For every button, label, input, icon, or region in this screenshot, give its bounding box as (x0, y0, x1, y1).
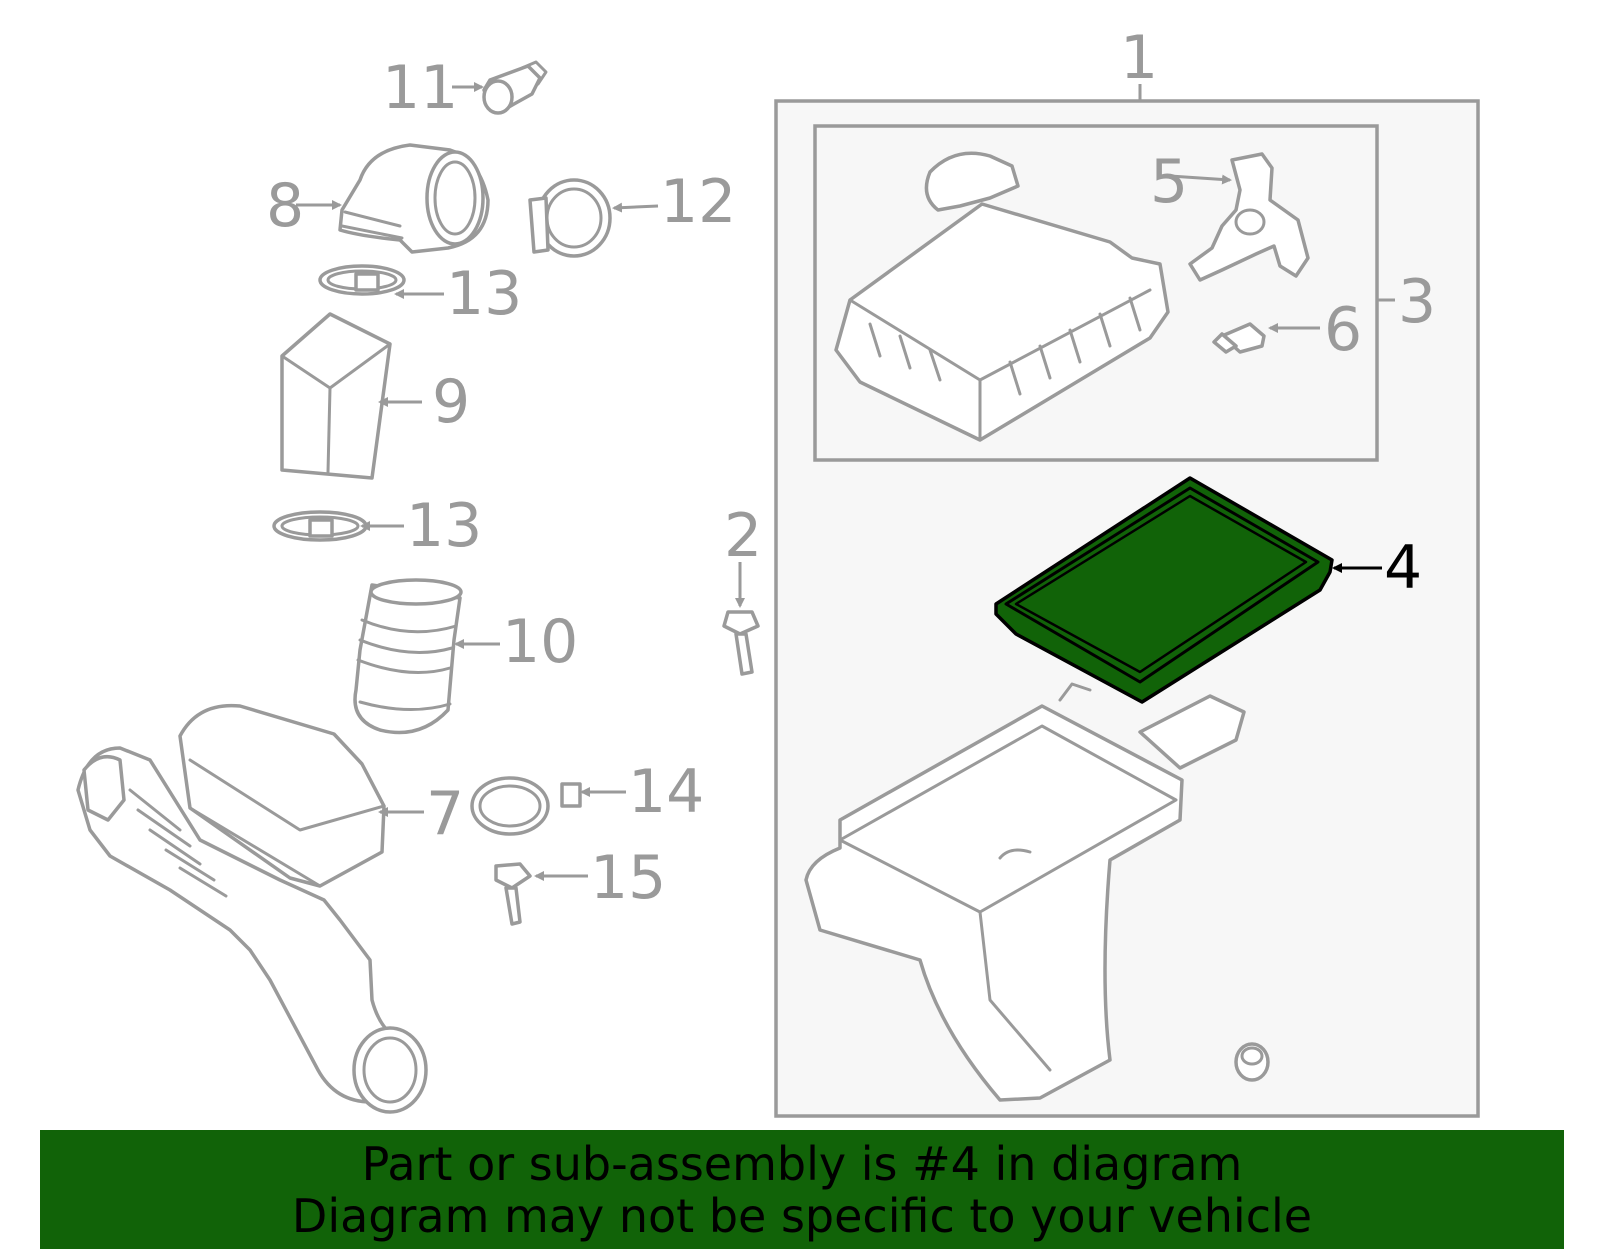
callout-14: 14 (628, 757, 704, 827)
part-11-sensor (482, 60, 548, 115)
callout-13-lower: 13 (406, 491, 482, 561)
part-14-clamp (470, 776, 582, 836)
part-4-air-filter (994, 476, 1334, 704)
banner-line-2: Diagram may not be specific to your vehi… (291, 1189, 1313, 1243)
callout-8: 8 (266, 171, 304, 241)
callout-15: 15 (590, 843, 666, 913)
part-10-hose (353, 578, 463, 735)
part-9-duct (280, 312, 392, 480)
callout-10: 10 (502, 607, 578, 677)
part-8-elbow-hose (338, 143, 490, 254)
part-5-sensor (1188, 152, 1310, 282)
part-12-clamp (528, 178, 612, 258)
part-7-inlet (76, 703, 428, 1114)
callout-6: 6 (1324, 295, 1362, 365)
callout-7: 7 (426, 779, 464, 849)
callout-5: 5 (1150, 147, 1188, 217)
callout-9: 9 (432, 367, 470, 437)
part-13-upper-clamp (318, 264, 406, 296)
lower-housing (804, 682, 1270, 1102)
callout-3: 3 (1398, 267, 1436, 337)
callout-2: 2 (724, 501, 762, 571)
callout-13-upper: 13 (446, 259, 522, 329)
banner-line-1: Part or sub-assembly is #4 in diagram (361, 1137, 1243, 1191)
part-6-bolt (1212, 322, 1266, 354)
callout-12: 12 (660, 167, 736, 237)
callout-1: 1 (1120, 23, 1158, 93)
info-banner: Part or sub-assembly is #4 in diagram Di… (40, 1130, 1564, 1249)
part-15-bolt (494, 862, 532, 926)
part-2-bolt (722, 610, 760, 676)
callout-4: 4 (1384, 533, 1422, 603)
part-13-lower-clamp (272, 510, 368, 542)
part-3-upper-housing (834, 151, 1170, 442)
callout-11: 11 (382, 53, 458, 123)
